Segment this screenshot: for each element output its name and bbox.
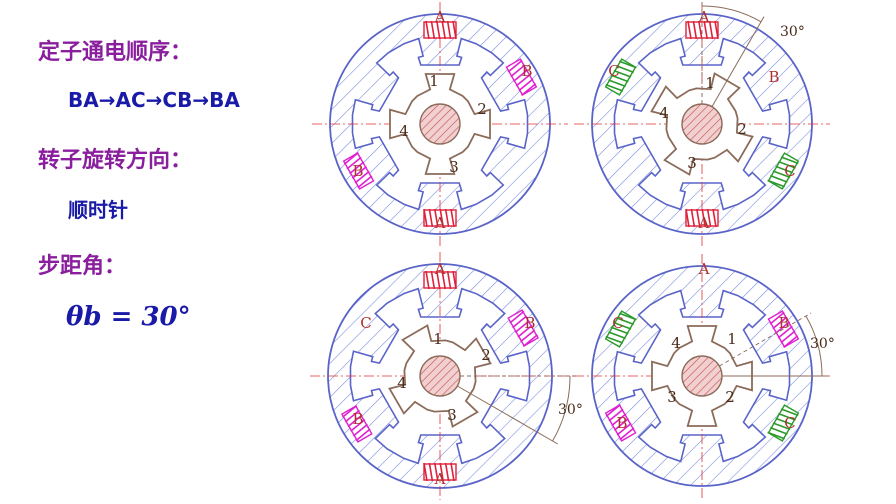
rotor-tooth-label: 3	[667, 388, 677, 406]
rotor-tooth-label: 1	[429, 72, 439, 90]
shaft	[419, 355, 461, 397]
coil	[685, 208, 719, 228]
pole-label: B	[616, 414, 627, 432]
coil	[767, 404, 800, 442]
pole-label: B	[352, 162, 363, 180]
coil	[423, 462, 457, 482]
motor-diagram-bottom-left: A B C A B 1 2 3 4 30°	[310, 252, 583, 500]
rotor-tooth-label: 1	[433, 330, 443, 348]
angle-ray	[719, 312, 812, 367]
pole-label: A	[698, 214, 710, 232]
step-angle-label: 步距角：	[38, 254, 127, 279]
pole-label: B	[768, 68, 779, 86]
step-angle-value: θb = 30°	[66, 302, 191, 332]
coil	[604, 404, 637, 442]
motor-diagram-top-right: A B C A C 1 2 3 4 30°	[574, 0, 830, 246]
pole-label: A	[434, 470, 446, 488]
rotor-tooth-label: 4	[659, 104, 669, 122]
pole-label: A	[698, 8, 710, 26]
pole-label: C	[608, 62, 619, 80]
motor-diagram-top-left: A B A B 1 2 3 4	[312, 2, 568, 246]
pole-label: B	[352, 410, 363, 428]
pole-label: B	[524, 314, 535, 332]
rotor-tooth-label: 2	[477, 100, 487, 118]
rotor-tooth-label: 2	[481, 346, 491, 364]
motor-diagram-bottom-right: A B B C C 1 2 3 4 30°	[574, 254, 835, 498]
angle-arc	[552, 375, 571, 442]
rotor-tooth-label: 4	[671, 334, 681, 352]
coil	[604, 58, 637, 96]
pole-label: A	[434, 214, 446, 232]
coil	[505, 58, 538, 96]
shaft	[681, 355, 723, 397]
coil	[342, 152, 375, 190]
angle-label: 30°	[558, 402, 583, 418]
coil	[604, 310, 637, 348]
angle-label: 30°	[810, 336, 835, 352]
coil	[507, 309, 540, 347]
rotor-tooth-label: 3	[687, 154, 697, 172]
coil	[767, 152, 800, 190]
pole-label: A	[698, 260, 710, 278]
angle-arc	[701, 5, 762, 23]
rotation-label: 转子旋转方向：	[38, 148, 193, 173]
pole-label: C	[612, 314, 623, 332]
pole-label: A	[434, 260, 446, 278]
angle-ray	[711, 16, 765, 107]
rotation-value: 顺时针	[68, 198, 128, 222]
motor-group: A B A B 1 2 3 4	[312, 2, 568, 246]
rotor-tooth-label: 4	[397, 374, 407, 392]
motor-group: A B C A B 1 2 3 4 30°	[310, 252, 583, 500]
rotor-tooth-label: 3	[447, 406, 457, 424]
motor-group: A B B C C 1 2 3 4 30°	[574, 254, 835, 498]
pole-label: B	[778, 314, 789, 332]
coil	[423, 270, 457, 290]
pole-label: C	[784, 414, 795, 432]
rotor-tooth-label: 3	[449, 158, 459, 176]
coil	[423, 208, 457, 228]
rotor-tooth-label: 1	[705, 74, 715, 92]
angle-ray	[457, 385, 559, 445]
angle-arc	[805, 315, 823, 377]
pole-label: C	[360, 314, 371, 332]
rotor-tooth-label: 4	[399, 122, 409, 140]
pole-label: B	[521, 62, 532, 80]
rotor-tooth-label: 2	[737, 120, 747, 138]
coil	[340, 405, 373, 443]
pole-label: A	[434, 8, 446, 26]
sequence-value: BA→AC→CB→BA	[68, 88, 240, 112]
angle-label: 30°	[780, 24, 805, 40]
coil	[423, 20, 457, 40]
shaft	[419, 103, 461, 145]
motor-group: A B C A C 1 2 3 4 30°	[574, 0, 830, 246]
sequence-label: 定子通电顺序：	[38, 40, 193, 65]
rotor-tooth-label: 2	[725, 388, 735, 406]
rotor-tooth-label: 1	[727, 330, 737, 348]
pole-label: C	[784, 162, 795, 180]
shaft	[681, 103, 723, 145]
